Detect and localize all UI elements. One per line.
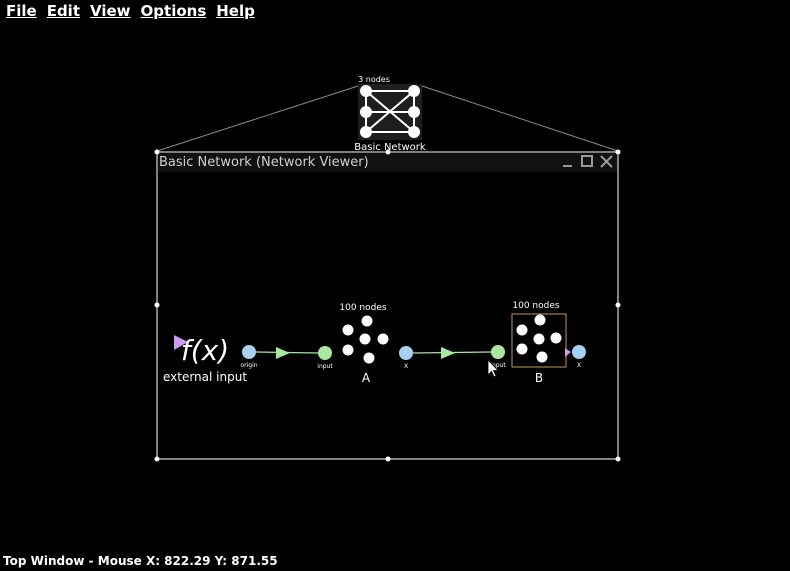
menu-file[interactable]: File (6, 2, 37, 20)
origin-b-x[interactable]: X (572, 345, 586, 369)
projection-a-to-b[interactable] (412, 347, 492, 359)
input-termination-b[interactable]: input (490, 345, 506, 369)
status-bar: Top Window - Mouse X: 822.29 Y: 871.55 (3, 554, 278, 568)
ensemble-a-name: A (362, 371, 371, 385)
ensemble-b-count: 100 nodes (512, 301, 559, 311)
ensemble-a[interactable]: 100 nodes A (339, 303, 389, 385)
close-icon[interactable] (600, 155, 613, 168)
zoom-line-right (421, 85, 619, 152)
ensemble-a-count: 100 nodes (339, 303, 386, 313)
viewer-title: Basic Network (Network Viewer) (159, 155, 369, 170)
menu-options[interactable]: Options (140, 2, 207, 20)
ensemble-b-selection (511, 313, 567, 368)
projection-arrow-icon (441, 347, 455, 359)
origin-a-x[interactable]: X (399, 346, 413, 370)
menu-help[interactable]: Help (216, 2, 255, 20)
external-input-label: external input (163, 370, 247, 384)
maximize-icon[interactable] (581, 155, 593, 167)
network-icon (360, 85, 420, 138)
external-input-node[interactable]: f(x) external input (163, 334, 247, 384)
menu-bar: File Edit View Options Help (0, 0, 259, 22)
origin-termination[interactable]: origin (240, 345, 258, 369)
input-termination-a[interactable]: input (317, 346, 333, 370)
input-termination-b-label: input (490, 362, 506, 369)
ensemble-b[interactable]: 100 nodes B (511, 301, 571, 385)
mouse-cursor-icon (487, 359, 499, 378)
viewer-titlebar[interactable] (158, 153, 617, 172)
network-node-name: Basic Network (354, 142, 426, 153)
network-viewer-window[interactable] (154, 149, 621, 462)
function-symbol: f(x) (181, 334, 229, 367)
network-node-count: 3 nodes (358, 75, 390, 84)
origin-label: origin (240, 362, 257, 369)
function-input-triangle-icon (174, 335, 188, 350)
output-triangle-icon (565, 348, 571, 357)
ensemble-a-icon (342, 315, 389, 364)
zoom-line-left (156, 85, 359, 152)
origin-a-x-label: X (404, 363, 408, 370)
projection-origin-to-a[interactable] (255, 347, 319, 359)
input-termination-a-label: input (317, 363, 333, 370)
menu-view[interactable]: View (90, 2, 131, 20)
origin-b-x-label: X (577, 362, 581, 369)
menu-edit[interactable]: Edit (46, 2, 80, 20)
projection-arrow-icon (276, 347, 290, 359)
ensemble-b-name: B (535, 371, 543, 385)
network-node-basic-network[interactable]: 3 nodes Basic Network (354, 75, 426, 153)
ensemble-b-icon (516, 314, 562, 363)
resize-handles[interactable] (154, 149, 621, 462)
